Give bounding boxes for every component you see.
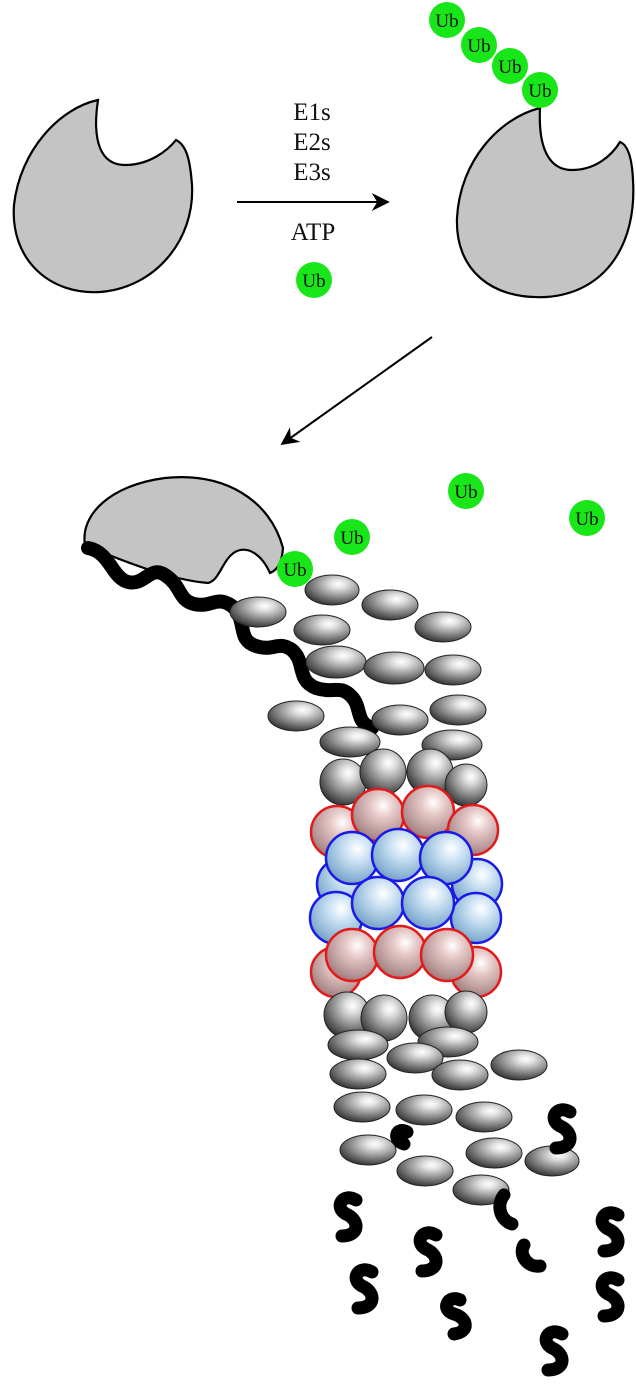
svg-text:Ub: Ub	[575, 509, 598, 530]
regulatory-lid-bottom	[323, 990, 580, 1206]
degradation-arrow	[280, 336, 433, 446]
enzyme-e3-label: E3s	[293, 159, 331, 186]
ubiquitin-label: Ub	[302, 271, 325, 292]
svg-text:Ub: Ub	[454, 482, 477, 503]
peptide-fragment-icon	[595, 1271, 625, 1323]
ubiquitin-icon: Ub	[461, 27, 497, 63]
polyubiquitin-chain: Ub Ub Ub Ub	[429, 2, 558, 108]
peptide-fragment-icon	[515, 1238, 547, 1273]
proteasome-icon	[229, 574, 580, 1206]
released-ubiquitin-group: Ub Ub Ub Ub	[277, 473, 605, 587]
enzyme-e1-label: E1s	[293, 99, 331, 126]
peptide-fragment-icon	[539, 1325, 569, 1377]
ubiquitin-icon: Ub	[334, 519, 370, 555]
ubiquitin-icon: Ub	[429, 2, 465, 38]
svg-text:Ub: Ub	[528, 81, 551, 102]
unfolding-substrate-icon	[83, 476, 285, 585]
peptide-fragment-icon	[413, 1226, 443, 1278]
peptide-fragment-icon	[493, 1188, 519, 1231]
peptide-fragments	[333, 1103, 625, 1377]
peptide-fragment-icon	[595, 1206, 625, 1258]
ubiquitin-icon: Ub	[569, 500, 605, 536]
alpha-ring-bottom	[309, 924, 503, 999]
peptide-fragment-icon	[333, 1191, 363, 1243]
svg-text:Ub: Ub	[340, 528, 363, 549]
peptide-fragment-icon	[440, 1292, 472, 1341]
ubiquitin-icon: Ub	[522, 72, 558, 108]
substrate-protein-icon	[12, 98, 194, 294]
svg-text:Ub: Ub	[435, 11, 458, 32]
beta-rings	[308, 827, 504, 946]
svg-text:Ub: Ub	[498, 57, 521, 78]
cofactor-atp-label: ATP	[291, 219, 335, 246]
regulatory-lid-top	[229, 574, 488, 807]
ubiquitin-icon: Ub	[296, 262, 332, 298]
enzyme-e2-label: E2s	[293, 129, 331, 156]
ubiquitin-icon: Ub	[448, 473, 484, 509]
tagged-substrate-protein-icon	[455, 106, 635, 299]
svg-text:Ub: Ub	[283, 560, 306, 581]
peptide-fragment-icon	[547, 1103, 577, 1155]
peptide-fragment-icon	[390, 1124, 414, 1151]
unfolded-polypeptide	[81, 541, 379, 735]
svg-text:Ub: Ub	[467, 36, 490, 57]
ubiquitin-icon: Ub	[277, 551, 313, 587]
peptide-fragment-icon	[349, 1263, 379, 1315]
ubiquitin-icon: Ub	[492, 48, 528, 84]
